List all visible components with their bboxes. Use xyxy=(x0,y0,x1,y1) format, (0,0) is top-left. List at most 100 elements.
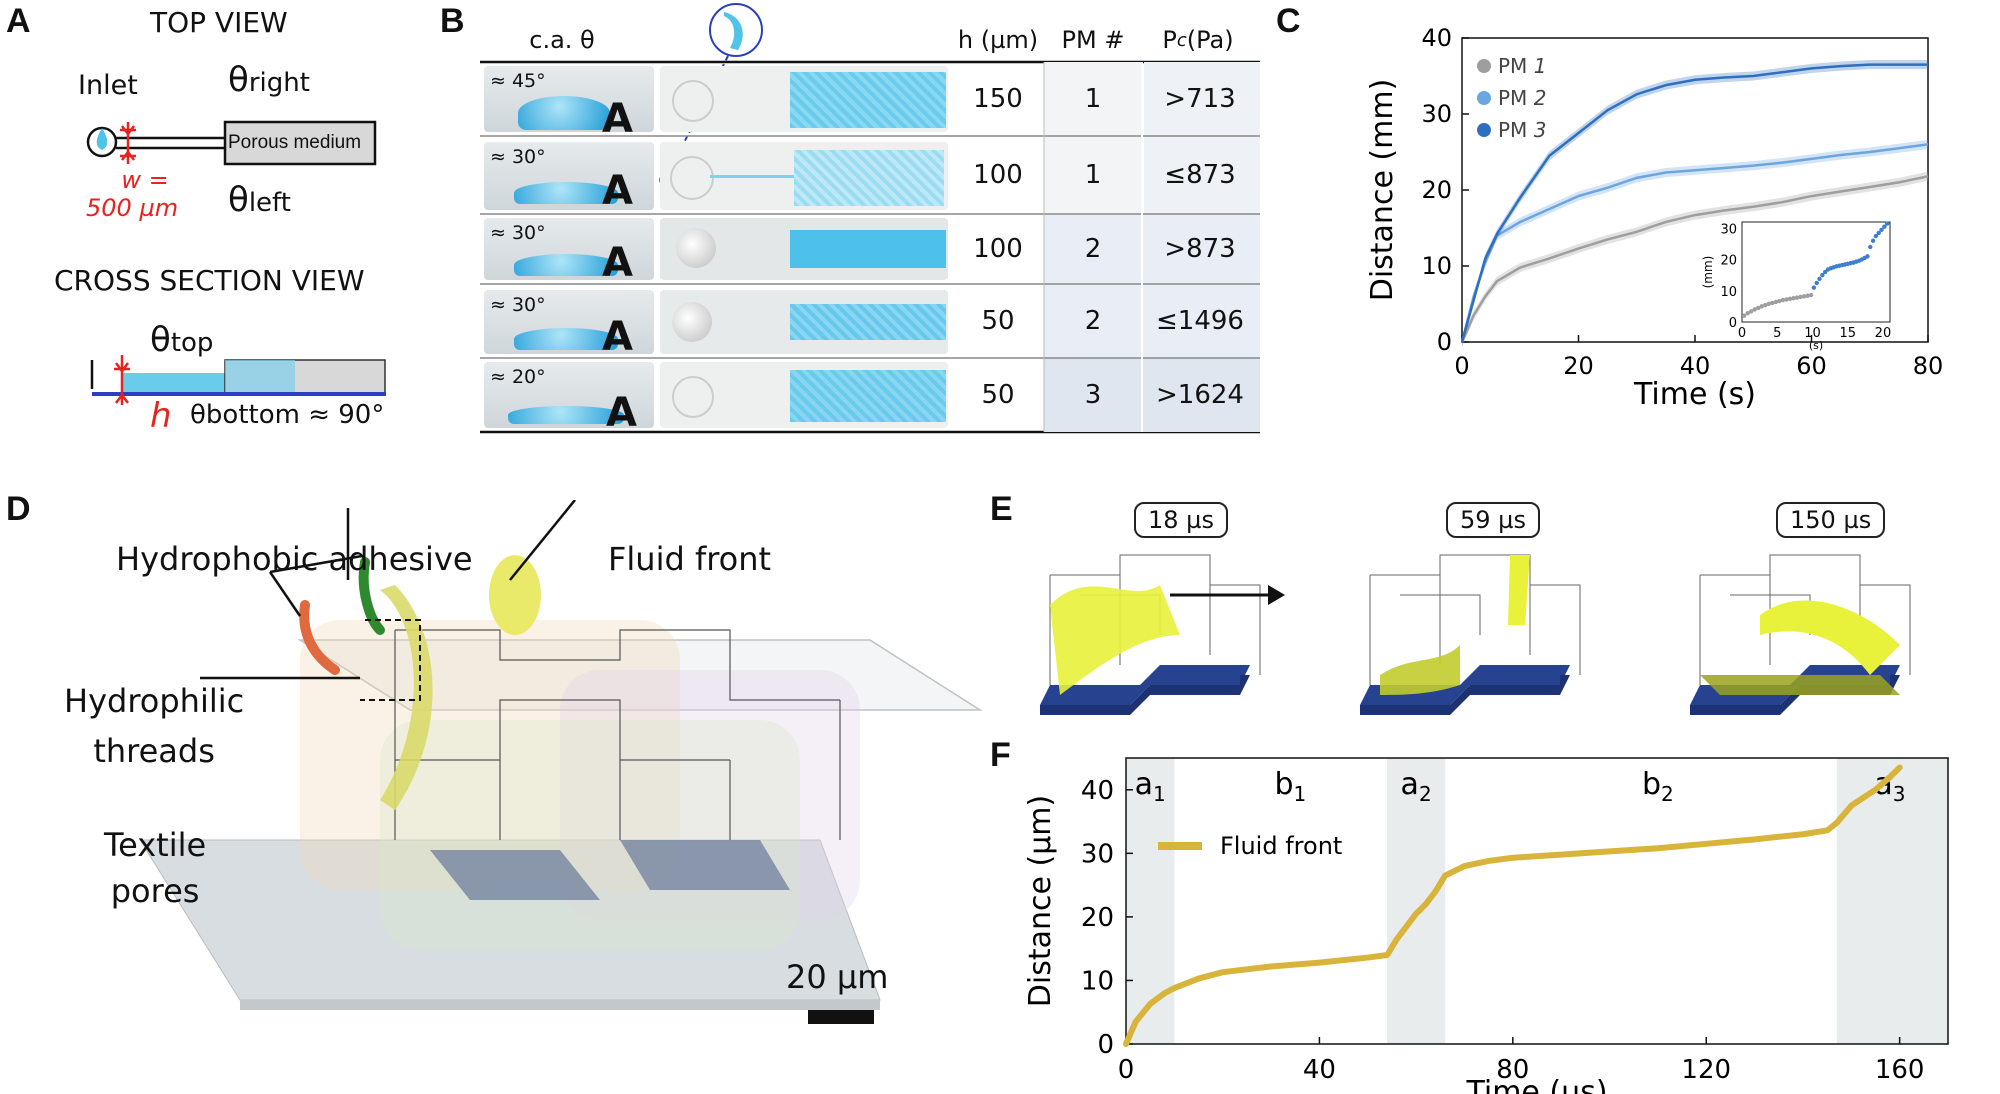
x-tick-label: 80 xyxy=(1913,352,1944,380)
angle-label: ≈ 30° xyxy=(490,294,546,316)
inset-point xyxy=(1811,285,1817,290)
inset-point xyxy=(1794,295,1800,300)
inset-point xyxy=(1870,238,1876,243)
inset-point xyxy=(1876,230,1881,236)
inset-point xyxy=(1820,272,1825,278)
contact-angle-photo: A xyxy=(484,362,654,428)
phase-label: b2 xyxy=(1642,767,1674,806)
pm-value: 3 xyxy=(1084,380,1102,410)
x-tick-label: 40 xyxy=(1303,1055,1336,1085)
inset-x-tick-label: 15 xyxy=(1839,326,1856,341)
y-axis-label: Distance (mm) xyxy=(1365,79,1400,302)
theta-right-sub: right xyxy=(248,68,310,98)
phase-subscript: 1 xyxy=(1294,782,1307,806)
phase-subscript: 1 xyxy=(1153,782,1166,806)
device-photo xyxy=(660,218,948,280)
inset-point xyxy=(1759,304,1764,309)
inset-point xyxy=(1801,294,1807,299)
series-band xyxy=(1462,171,1928,347)
y-tick-label: 20 xyxy=(1421,176,1452,204)
theta-left-label: θleft xyxy=(228,180,291,220)
table-b-frame xyxy=(480,3,1260,434)
legend-name: PM xyxy=(1498,118,1534,142)
phase-shade xyxy=(1126,758,1175,1044)
theta-top-label: θtop xyxy=(150,320,213,360)
h-value: 100 xyxy=(973,160,1023,190)
droplet-icon xyxy=(96,128,108,150)
legend-number: 2 xyxy=(1534,86,1547,110)
theta-top-symbol: θ xyxy=(150,320,171,360)
y-axis-label: Distance (µm) xyxy=(1023,795,1058,1007)
phase-letter: a xyxy=(1135,767,1153,802)
series-line xyxy=(1460,63,1928,343)
plot-frame xyxy=(1125,757,1949,1045)
pc-value: >1624 xyxy=(1156,380,1244,410)
inset-point xyxy=(1756,305,1761,311)
inset-point xyxy=(1865,254,1870,259)
theta-right-label: θright xyxy=(228,60,310,100)
inset-y-tick-label: 20 xyxy=(1720,254,1737,269)
phase-subscript: 2 xyxy=(1419,782,1432,806)
phase-label: a1 xyxy=(1135,767,1166,806)
y-tick-label: 0 xyxy=(1437,328,1452,356)
y-tick-label: 40 xyxy=(1421,24,1452,52)
phase-letter: b xyxy=(1275,767,1294,802)
pm-value: 1 xyxy=(1084,160,1102,190)
inlet-label: Inlet xyxy=(78,70,138,101)
series-line xyxy=(1123,764,1903,1047)
time-label: 59 µs xyxy=(1446,502,1540,538)
cross-section-diagram xyxy=(90,355,386,405)
inset-point xyxy=(1787,296,1793,302)
phase-letter: b xyxy=(1642,767,1661,802)
inset-point xyxy=(1780,297,1786,303)
y-tick-label: 30 xyxy=(1081,839,1114,869)
y-tick-label: 30 xyxy=(1421,100,1452,128)
angle-label: ≈ 45° xyxy=(490,70,546,92)
inset-y-tick-label: 0 xyxy=(1729,316,1737,331)
inset-point xyxy=(1773,299,1779,305)
inset-x-tick-label: 10 xyxy=(1804,326,1821,341)
theta-right-symbol: θ xyxy=(228,60,249,100)
x-tick-label: 80 xyxy=(1496,1055,1529,1085)
time-label: 150 µs xyxy=(1776,502,1886,538)
legend-label: PM 2 xyxy=(1498,86,1546,110)
height-label: h xyxy=(150,396,172,436)
device-photo xyxy=(660,142,948,210)
inset-point xyxy=(1822,269,1828,275)
theta-top-sub: top xyxy=(170,328,214,358)
header-pm: PM # xyxy=(1061,26,1125,54)
legend-marker xyxy=(1477,123,1491,137)
inset-point xyxy=(1879,227,1884,233)
pm-value: 2 xyxy=(1084,234,1102,264)
device-photo xyxy=(660,290,948,354)
textile-pores-label: Textile pores xyxy=(104,822,206,914)
angle-label: ≈ 30° xyxy=(490,222,546,244)
inset-point xyxy=(1868,244,1873,250)
phase-label: b1 xyxy=(1275,767,1307,806)
panel-label-a: A xyxy=(6,2,31,40)
inset-point xyxy=(1798,294,1803,300)
pm-value: 1 xyxy=(1084,84,1102,114)
panel-label-b: B xyxy=(440,2,465,40)
legend-name: PM xyxy=(1498,54,1534,78)
phase-subscript: 2 xyxy=(1661,782,1674,806)
cross-section-title: CROSS SECTION VIEW xyxy=(54,264,365,297)
inset-y-label: (mm) xyxy=(1701,256,1715,289)
device-photo xyxy=(660,66,948,132)
theta-left-symbol: θ xyxy=(228,180,249,220)
panel-label-c: C xyxy=(1276,2,1301,40)
inset-y-tick-label: 30 xyxy=(1720,222,1737,237)
phase-label: a2 xyxy=(1401,767,1432,806)
inset-point xyxy=(1814,280,1819,286)
legend-name: PM xyxy=(1498,86,1534,110)
contact-angle-photo: A xyxy=(484,142,654,210)
x-tick-label: 40 xyxy=(1680,352,1711,380)
width-annotation: w = 500 µm xyxy=(86,166,178,222)
y-tick-label: 40 xyxy=(1081,776,1114,806)
angle-label: ≈ 30° xyxy=(490,146,546,168)
inset-point xyxy=(1784,297,1789,302)
hydrophilic-line1: Hydrophilic xyxy=(64,682,245,720)
inset-point xyxy=(1777,298,1782,304)
h-value: 50 xyxy=(981,380,1015,410)
inset-point xyxy=(1805,293,1810,298)
